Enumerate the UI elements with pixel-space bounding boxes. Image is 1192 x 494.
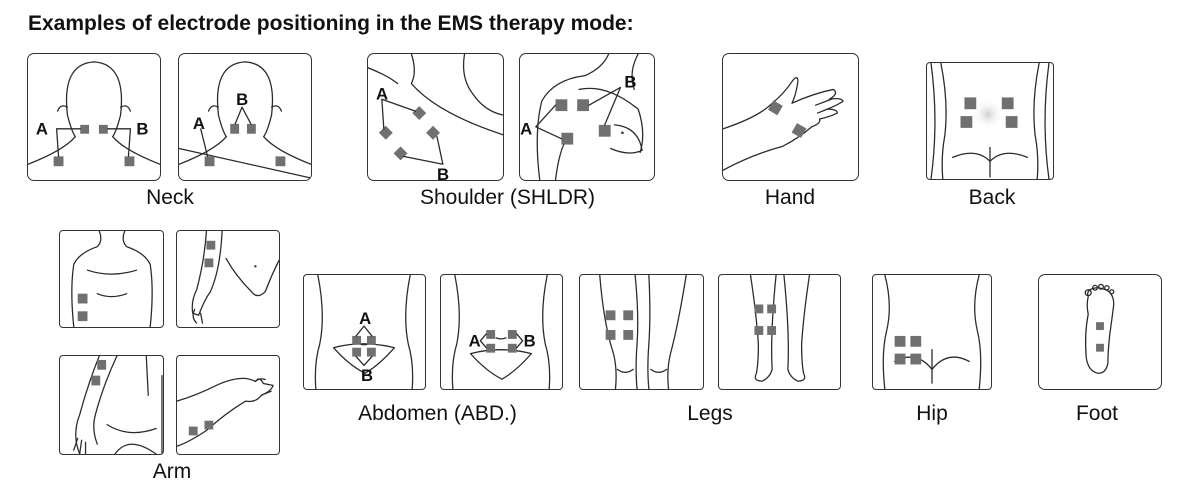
label-b: B <box>136 120 148 139</box>
caption-abdomen: Abdomen (ABD.) <box>330 402 545 426</box>
caption-neck: Neck <box>120 186 220 210</box>
caption-foot: Foot <box>1047 402 1147 426</box>
label-b: B <box>524 332 536 351</box>
label-b: B <box>437 165 449 180</box>
shoulder-panel-1: A B <box>367 53 504 181</box>
back-panel <box>926 62 1054 180</box>
caption-hand: Hand <box>740 186 840 210</box>
shoulder-panel-2: B A <box>519 53 655 181</box>
legs-panel-1 <box>579 274 704 390</box>
foot-panel <box>1038 274 1162 390</box>
arm-panel-2 <box>176 230 280 328</box>
label-a: A <box>36 120 48 139</box>
legs-panel-2 <box>718 274 841 390</box>
caption-shoulder: Shoulder (SHLDR) <box>380 186 635 210</box>
neck-panel-2: B A <box>178 53 312 181</box>
label-a: A <box>193 114 205 133</box>
neck-panel-1: A B <box>27 53 161 181</box>
caption-back: Back <box>942 186 1042 210</box>
label-b: B <box>624 72 636 91</box>
label-a: A <box>469 332 481 351</box>
arm-panel-4 <box>176 355 280 455</box>
page-title: Examples of electrode positioning in the… <box>28 12 634 36</box>
caption-arm: Arm <box>122 460 222 484</box>
arm-panel-3 <box>59 355 164 455</box>
label-a: A <box>520 120 532 139</box>
arm-panel-1 <box>59 230 164 328</box>
abdomen-panel-1: A B <box>303 274 426 390</box>
label-a: A <box>359 309 371 328</box>
label-b: B <box>236 90 248 109</box>
hand-panel <box>722 53 859 181</box>
hip-panel <box>872 274 992 390</box>
label-a: A <box>376 84 388 103</box>
label-b: B <box>361 366 373 385</box>
caption-legs: Legs <box>660 402 760 426</box>
caption-hip: Hip <box>882 402 982 426</box>
abdomen-panel-2: A B <box>440 274 563 390</box>
